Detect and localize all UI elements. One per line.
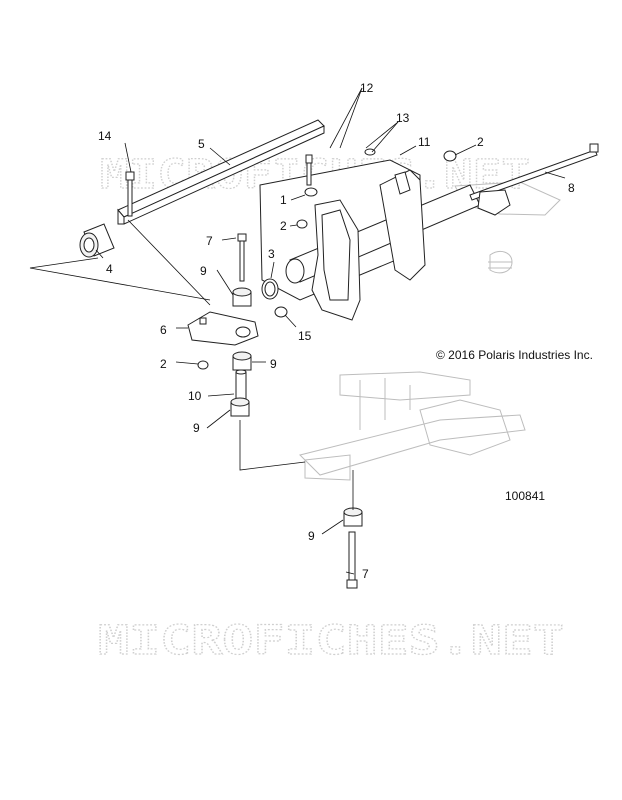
ghost-frame-assembly xyxy=(299,371,526,481)
nut-part-2-lower xyxy=(197,360,209,370)
callout-7-lower: 7 xyxy=(362,567,369,581)
copyright-notice: © 2016 Polaris Industries Inc. xyxy=(436,348,593,362)
callout-9-bottom: 9 xyxy=(308,529,315,543)
callout-9-upper: 9 xyxy=(200,264,207,278)
bolt-part-7-upper xyxy=(237,233,247,282)
watermark-bottom: MICROFICHES.NET xyxy=(98,618,564,664)
crossbar-part-5 xyxy=(117,119,325,225)
nut-part-15 xyxy=(274,306,288,318)
callout-9-middle: 9 xyxy=(270,357,277,371)
leader-lines xyxy=(95,87,566,575)
callout-1: 1 xyxy=(280,193,287,207)
bushing-part-4 xyxy=(79,223,115,258)
callout-2-mid: 2 xyxy=(280,219,287,233)
callout-4: 4 xyxy=(106,262,113,276)
bushing-part-9-middle xyxy=(232,351,252,371)
callout-9-lower: 9 xyxy=(193,421,200,435)
bolt-part-7-lower xyxy=(346,531,358,589)
callout-labels: 14 5 12 13 11 2 8 1 2 7 3 4 9 6 15 2 9 1… xyxy=(98,81,575,581)
nut-part-2-top xyxy=(443,150,457,162)
nut-part-2-mid xyxy=(296,219,308,229)
callout-14: 14 xyxy=(98,129,112,143)
bolt-part-12 xyxy=(305,154,313,186)
callout-2-lower: 2 xyxy=(160,357,167,371)
diagram-id: 100841 xyxy=(505,489,545,503)
bushing-part-9-lower xyxy=(230,397,250,417)
callout-12: 12 xyxy=(360,81,374,95)
callout-11: 11 xyxy=(418,135,431,149)
tie-rod-part-8 xyxy=(469,143,599,216)
axle-tube-assembly xyxy=(285,169,481,321)
assembly-guides xyxy=(29,219,354,510)
callout-6: 6 xyxy=(160,323,167,337)
callout-10: 10 xyxy=(188,389,202,403)
callout-13: 13 xyxy=(396,111,410,125)
callout-2-top: 2 xyxy=(477,135,484,149)
bracket-part-6 xyxy=(187,311,259,346)
callout-15: 15 xyxy=(298,329,312,343)
callout-8: 8 xyxy=(568,181,575,195)
bushing-part-9-upper xyxy=(232,287,252,307)
bolt-part-14 xyxy=(125,171,135,217)
callout-7-upper: 7 xyxy=(206,234,213,248)
bushing-part-9-bottom xyxy=(343,507,363,527)
ring-part-3 xyxy=(261,278,279,300)
callout-5: 5 xyxy=(198,137,205,151)
callout-3: 3 xyxy=(268,247,275,261)
washer-part-13 xyxy=(364,148,376,156)
washer-part-1 xyxy=(304,187,318,197)
